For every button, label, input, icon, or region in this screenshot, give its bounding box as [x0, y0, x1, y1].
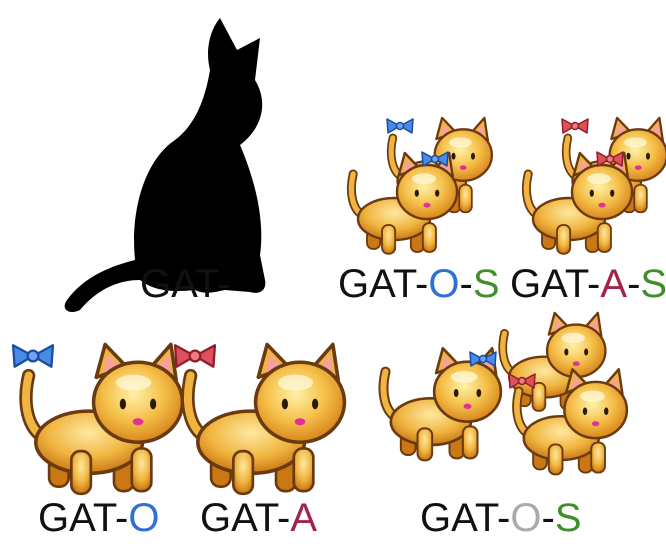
- label-base: GAT-: [510, 262, 601, 306]
- label-base: GAT-: [420, 496, 511, 540]
- label-base: GAT-: [338, 262, 429, 306]
- label-suffix-s: S: [640, 262, 666, 306]
- cat-blue-bow-icon: [11, 335, 188, 500]
- label-gat-a: GAT-A: [200, 496, 317, 541]
- label-dash: -: [541, 496, 555, 540]
- label-gat-o-s-top: GAT-O-S: [338, 262, 500, 307]
- label-suffix-a: A: [600, 262, 628, 306]
- two-cats-red-bows-icon: [515, 110, 666, 260]
- two-cats-blue-bows-icon: [340, 110, 500, 260]
- label-base: GAT-: [200, 496, 291, 540]
- label-suffix-o: O: [128, 496, 160, 540]
- label-gat: GAT-: [140, 262, 230, 307]
- black-cat-silhouette-icon: [64, 18, 266, 312]
- label-dash: -: [459, 262, 473, 306]
- label-suffix-o-grey: O: [510, 496, 542, 540]
- label-gat-base: GAT-: [140, 262, 231, 306]
- cat-red-bow-icon: [173, 335, 350, 500]
- label-suffix-a: A: [290, 496, 318, 540]
- label-gat-a-s: GAT-A-S: [510, 262, 666, 307]
- label-gat-o-s-bottom: GAT-O-S: [420, 496, 582, 541]
- label-suffix-s: S: [472, 262, 500, 306]
- label-gat-o: GAT-O: [38, 496, 160, 541]
- label-base: GAT-: [38, 496, 129, 540]
- label-suffix-s: S: [554, 496, 582, 540]
- three-cats-mixed-bows-icon: [370, 310, 640, 490]
- label-suffix-o: O: [428, 262, 460, 306]
- label-dash: -: [627, 262, 641, 306]
